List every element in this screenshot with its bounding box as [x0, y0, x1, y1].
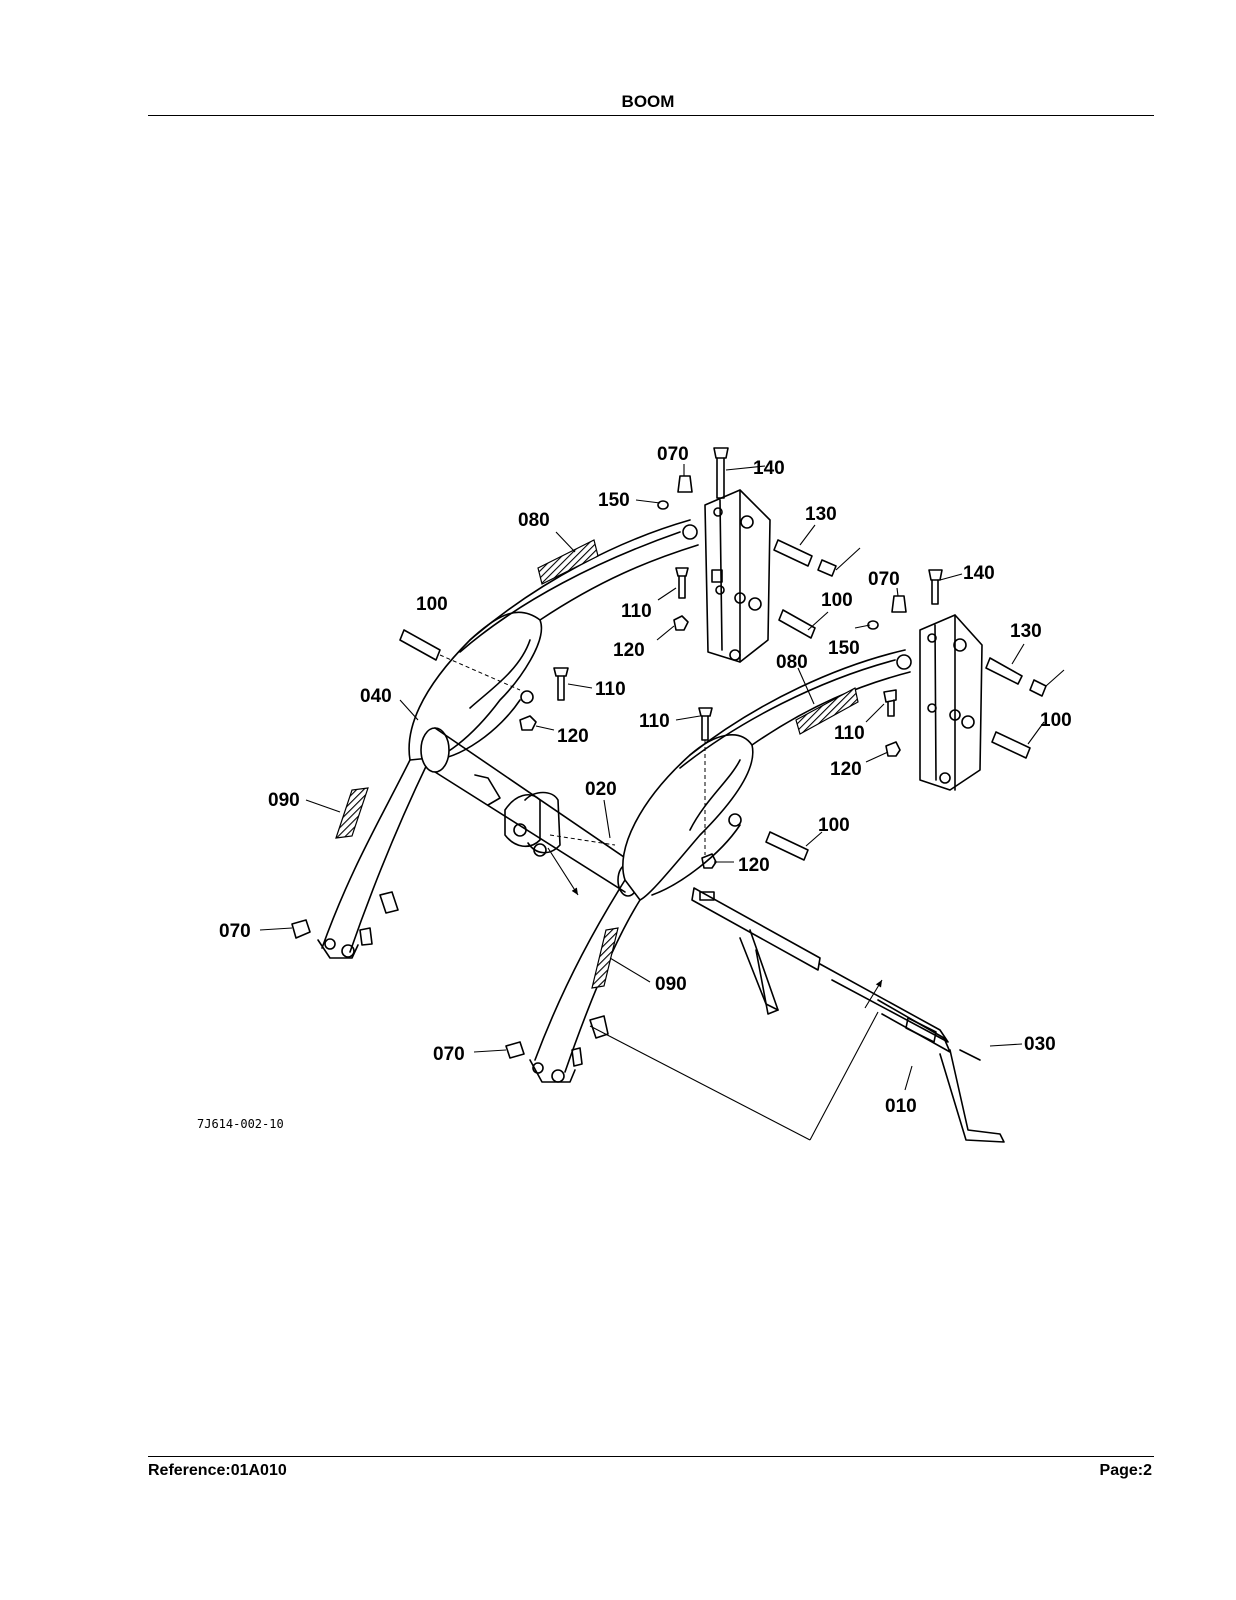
- right-mount-bracket: [919, 614, 983, 791]
- decals: [335, 539, 859, 989]
- footer-rule: [148, 1456, 1154, 1457]
- callout-label: 120: [738, 855, 770, 876]
- page-title: BOOM: [621, 92, 675, 111]
- callout-label: 080: [518, 510, 550, 531]
- callout-label: 130: [1010, 621, 1042, 642]
- callout-label: 080: [776, 652, 808, 673]
- cross-tube: [420, 727, 641, 897]
- callout-label: 090: [268, 790, 300, 811]
- callout-label: 110: [834, 723, 865, 744]
- callout-label: 120: [830, 759, 862, 780]
- callout-label: 120: [557, 726, 589, 747]
- header-rule: [148, 115, 1154, 116]
- callout-label: 110: [639, 711, 670, 732]
- callout-label: 150: [598, 490, 630, 511]
- callout-label: 070: [657, 444, 689, 465]
- callout-label: 140: [963, 563, 995, 584]
- reference-number: Reference:01A010: [148, 1462, 287, 1479]
- callout-label: 030: [1024, 1034, 1056, 1055]
- callout-label: 100: [818, 815, 850, 836]
- callout-label: 020: [585, 779, 617, 800]
- callout-label: 070: [868, 569, 900, 590]
- callout-label: 040: [360, 686, 392, 707]
- hardware: [291, 447, 1047, 1059]
- callout-label: 090: [655, 974, 687, 995]
- callout-label: 140: [753, 458, 785, 479]
- left-boom-arm: [317, 519, 699, 959]
- callout-labels: 070 140 150 080 130 100 110 120 100 070 …: [219, 444, 1072, 1117]
- callout-label: 010: [885, 1096, 917, 1117]
- leader-lines: [259, 464, 1065, 1091]
- callout-label: 070: [433, 1044, 465, 1065]
- left-mount-bracket: [704, 489, 771, 663]
- callout-label: 100: [821, 590, 853, 611]
- callout-label: 120: [613, 640, 645, 661]
- callout-label: 130: [805, 504, 837, 525]
- parking-stand: [589, 887, 1005, 1143]
- page-number: Page:2: [1099, 1462, 1152, 1479]
- callout-label: 100: [416, 594, 448, 615]
- callout-label: 150: [828, 638, 860, 659]
- right-boom-arm: [529, 649, 912, 1083]
- callout-label: 100: [1040, 710, 1072, 731]
- callout-label: 110: [595, 679, 626, 700]
- callout-label: 110: [621, 601, 652, 622]
- drawing-code: 7J614-002-10: [197, 1117, 284, 1131]
- callout-label: 070: [219, 921, 251, 942]
